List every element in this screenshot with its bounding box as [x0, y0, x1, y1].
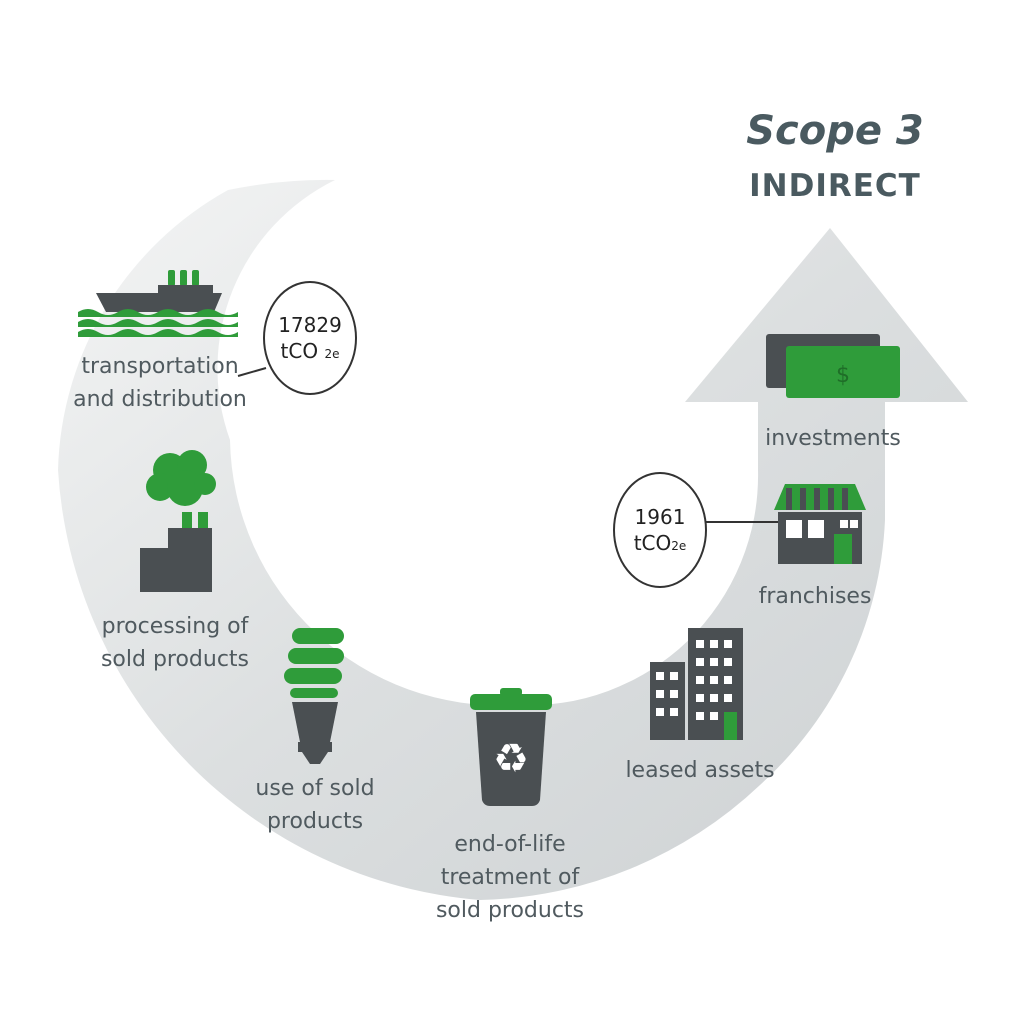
callout-bubble — [263, 281, 357, 395]
label-end-of-life: end-of-life treatment of sold products — [435, 832, 585, 923]
svg-text:$: $ — [836, 363, 850, 388]
factory-icon — [140, 450, 216, 592]
callout-connector — [237, 367, 267, 377]
label-investments: investments — [765, 426, 901, 451]
callout-transportation: 17829 tCO 2e — [278, 313, 342, 363]
callout-franchises: 1961 tCO2e — [633, 505, 687, 555]
office-building-icon — [650, 628, 743, 740]
label-use-of-sold-products: use of sold products — [255, 776, 375, 834]
recycle-bin-icon: ♻ — [470, 688, 552, 806]
svg-text:♻: ♻ — [493, 736, 529, 782]
callout-bubble — [613, 472, 707, 588]
cargo-ship-icon — [78, 270, 238, 337]
scope-subtitle: INDIRECT — [749, 168, 921, 204]
label-franchises: franchises — [758, 584, 872, 609]
label-leased-assets: leased assets — [625, 758, 775, 783]
storefront-icon — [774, 484, 866, 564]
label-processing: processing of sold products — [100, 614, 250, 672]
light-bulb-icon — [284, 628, 344, 764]
scope-title: Scope 3 — [746, 108, 924, 154]
money-icon: $ — [766, 334, 900, 398]
label-transportation: transportation and distribution — [73, 354, 247, 412]
